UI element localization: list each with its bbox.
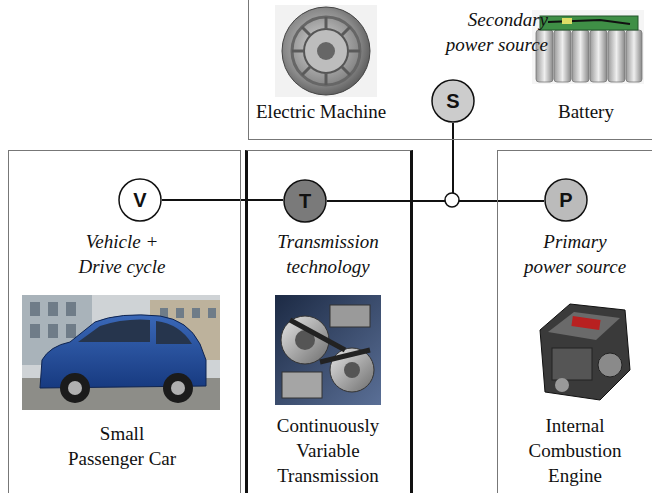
component-circle: V [118,178,162,222]
secondary-source-panel: Secondary power sourceElectric Machine Ba… [248,0,652,140]
circle-letter: S [446,90,459,113]
vehicle-panel: Vehicle + Drive cycleSmall Passenger Car… [8,150,241,493]
component-circle: P [544,178,588,222]
transmission-panel: Transmission technologyContinuously Vari… [245,150,413,493]
component-label: Electric Machine [256,99,386,124]
panel-heading: Primary power source [521,229,629,279]
battery-picture [532,10,644,84]
connector-line [162,199,283,201]
component-circle: T [283,179,327,223]
connector-line [327,123,453,201]
panel-heading: Transmission technology [268,229,388,279]
electric-machine-picture [275,5,377,97]
connector-line [327,200,544,202]
component-circle: S [431,79,475,123]
primary-source-panel: Primary power sourceInternal Combustion … [497,150,652,493]
circle-letter: T [299,190,311,213]
panel-heading: Secondary power source [436,7,548,57]
circle-letter: P [559,189,572,212]
panel-heading: Vehicle + Drive cycle [72,229,172,279]
car-picture [22,295,220,410]
transmission-picture [275,295,381,405]
component-label: Continuously Variable Transmission [270,413,386,488]
component-label: Small Passenger Car [66,421,178,471]
component-label: Internal Combustion Engine [522,413,628,488]
engine-picture [540,304,630,400]
component-label: Battery [558,99,614,124]
circle-letter: V [133,189,146,212]
junction-dot [445,193,459,207]
